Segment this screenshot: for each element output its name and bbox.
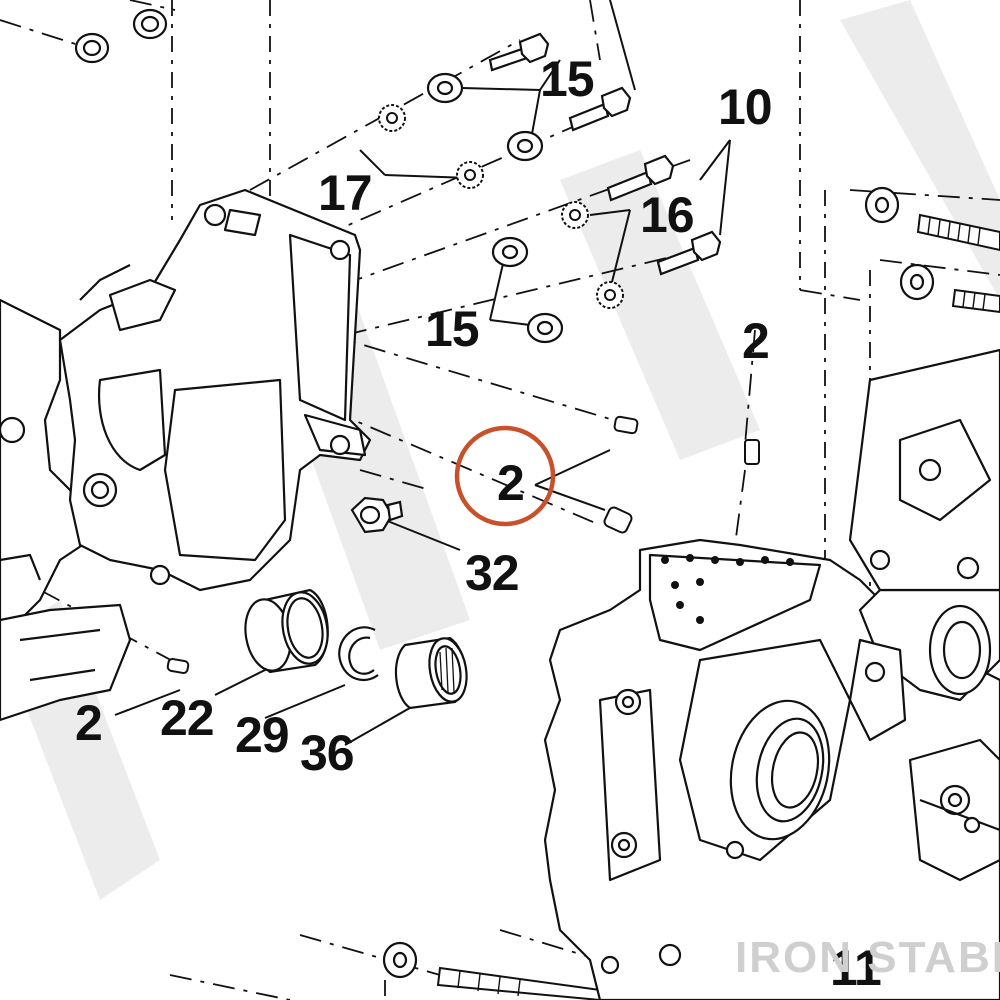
threaded-studs [436,213,1000,1000]
callout-15-mid: 15 [425,301,479,357]
callout-10: 10 [718,79,772,135]
cap-nuts-top-left [74,8,168,64]
callout-36: 36 [300,725,354,781]
iron-stable-watermark: IRON STABLE [735,933,1000,982]
drain-plug-32 [350,496,404,534]
highlight-circle [454,425,556,527]
flat-washers [382,72,935,979]
flange-bolts [488,32,722,276]
dowel-pins [166,415,760,675]
left-crankcase [0,188,372,722]
bolt-mid-1 [606,154,675,202]
bearing-22 [244,588,329,674]
callout-16: 16 [640,187,694,243]
callout-2-right: 2 [742,313,769,369]
bolt-top-2 [568,86,632,132]
lock-washers [378,104,624,309]
callout-32: 32 [465,545,519,601]
needle-bearing-36 [394,636,468,710]
part-callouts: 15 10 17 16 15 2 2 32 2 22 29 36 11 [75,51,882,996]
callout-22: 22 [160,690,214,746]
callout-29: 29 [235,707,289,763]
callout-11: 11 [830,940,881,996]
callout-17: 17 [318,165,372,221]
bolt-mid-2 [656,230,722,276]
bolt-top-1 [488,32,550,72]
callout-2-highlighted: 2 [497,455,524,511]
callout-15-top: 15 [540,51,594,107]
callout-2-left: 2 [75,695,102,751]
retaining-ring-29 [338,626,379,682]
right-crankcase [543,348,1000,1000]
